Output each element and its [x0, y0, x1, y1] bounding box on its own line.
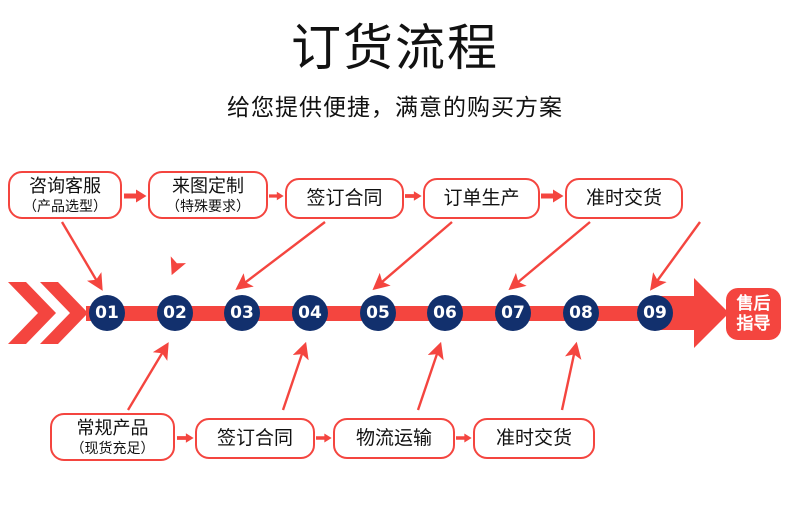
- top-step-1-sublabel: （产品选型）: [23, 197, 107, 214]
- top-connector-arrow-3: [405, 189, 422, 203]
- spine-node-05[interactable]: 05: [360, 295, 396, 331]
- top-step-5-label: 准时交货: [585, 187, 662, 209]
- top-step-box-5[interactable]: 准时交货: [565, 178, 683, 219]
- top-connector-arrow-2: [269, 189, 284, 203]
- spine-node-01[interactable]: 01: [89, 295, 125, 331]
- pointer-top1-to-node01: [60, 221, 103, 291]
- after-sales-badge-line1: 售后: [736, 294, 771, 313]
- spine-arrowhead-icon: [660, 278, 730, 348]
- bottom-step-1-label: 常规产品: [76, 417, 149, 438]
- top-connector-arrow-1: [124, 189, 147, 203]
- top-step-3-label: 签订合同: [306, 187, 383, 209]
- pointer-top3-to-node03: [235, 221, 326, 291]
- top-step-2-sublabel: （特殊要求）: [166, 197, 250, 214]
- bottom-step-1-sublabel: （现货充足）: [70, 439, 155, 456]
- spine-node-09[interactable]: 09: [637, 295, 673, 331]
- bottom-connector-arrow-2: [316, 431, 332, 445]
- pointer-top2-to-spine: [170, 256, 187, 276]
- spine-node-04[interactable]: 04: [292, 295, 328, 331]
- bottom-step-4-label: 准时交货: [495, 427, 572, 449]
- page-subtitle: 给您提供便捷，满意的购买方案: [227, 94, 563, 120]
- top-step-2-label: 来图定制: [172, 175, 244, 196]
- top-step-1-label: 咨询客服: [29, 175, 101, 196]
- top-connector-arrow-4: [541, 189, 564, 203]
- pointer-bottom2-to-node04: [281, 341, 309, 411]
- bottom-step-box-4[interactable]: 准时交货: [473, 418, 595, 459]
- bottom-step-box-3[interactable]: 物流运输: [333, 418, 455, 459]
- bottom-step-box-2[interactable]: 签订合同: [195, 418, 315, 459]
- top-step-box-2[interactable]: 来图定制 （特殊要求）: [148, 171, 268, 219]
- top-step-box-3[interactable]: 签订合同: [285, 178, 404, 219]
- bottom-connector-arrow-1: [177, 431, 194, 445]
- pointer-top5-to-node07: [508, 221, 591, 291]
- double-chevron-icon: [8, 282, 94, 344]
- spine-node-08[interactable]: 08: [563, 295, 599, 331]
- bottom-step-box-1[interactable]: 常规产品 （现货充足）: [50, 413, 175, 461]
- spine-node-07[interactable]: 07: [495, 295, 531, 331]
- pointer-top4-to-node05: [372, 221, 453, 291]
- after-sales-badge-line2: 指导: [736, 314, 771, 333]
- spine-node-02[interactable]: 02: [157, 295, 193, 331]
- spine-node-06[interactable]: 06: [427, 295, 463, 331]
- after-sales-badge[interactable]: 售后 指导: [726, 288, 781, 340]
- top-step-box-4[interactable]: 订单生产: [423, 178, 540, 219]
- bottom-connector-arrow-3: [456, 431, 472, 445]
- bottom-step-2-label: 签订合同: [216, 427, 293, 449]
- top-step-4-label: 订单生产: [443, 187, 520, 209]
- pointer-bottom3-to-node06: [416, 341, 444, 411]
- pointer-bottom4-to-node08: [560, 341, 582, 411]
- spine-node-03[interactable]: 03: [224, 295, 260, 331]
- bottom-step-3-label: 物流运输: [355, 427, 432, 449]
- pointer-bottom1-to-node02: [126, 342, 169, 411]
- top-step-box-1[interactable]: 咨询客服 （产品选型）: [8, 171, 122, 219]
- page-title: 订货流程: [291, 20, 499, 76]
